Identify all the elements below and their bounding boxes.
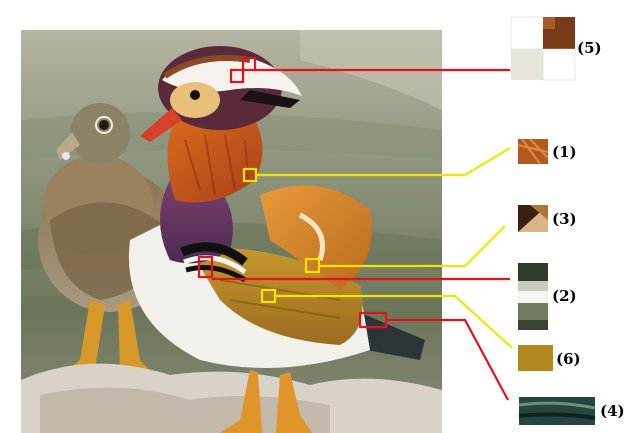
swatch-1: [517, 138, 549, 165]
label-1: (1): [552, 143, 577, 161]
annotation-overlay: [197, 56, 513, 401]
swatch-6: [518, 345, 553, 371]
swatch-2: [518, 263, 548, 330]
marker-5-box-b: [241, 56, 257, 72]
leader-line-6: [275, 294, 513, 349]
swatch-5: [510, 16, 576, 81]
label-5: (5): [577, 39, 602, 57]
marker-2-box: [197, 255, 214, 279]
swatch-3: [518, 205, 548, 232]
label-2: (2): [552, 287, 577, 305]
label-3: (3): [552, 210, 577, 228]
duck-photo: [21, 30, 442, 433]
leader-line-4: [386, 318, 509, 401]
marker-5-box-a: [229, 68, 245, 84]
label-4: (4): [600, 402, 625, 420]
leader-line-1: [256, 147, 511, 177]
leader-line-3: [319, 225, 506, 268]
swatch-4: [518, 397, 596, 425]
label-6: (6): [556, 350, 581, 368]
